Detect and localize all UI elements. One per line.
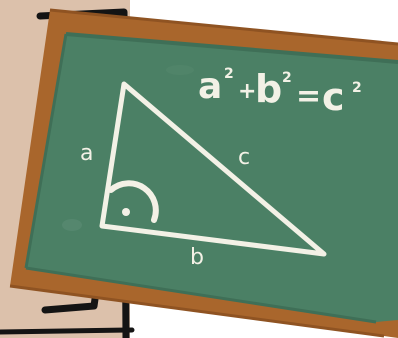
right-triangle — [99, 81, 327, 257]
formula-equals: = — [296, 79, 321, 114]
side-label-c: c — [238, 145, 250, 170]
side-label-b: b — [190, 245, 204, 270]
formula-exponent-2: 2 — [282, 70, 292, 86]
formula-plus: + — [238, 79, 256, 104]
right-angle-dot-icon — [122, 208, 130, 216]
triangle-outline — [99, 81, 327, 257]
right-angle-icon — [108, 180, 159, 223]
formula-a: a — [198, 66, 222, 107]
formula-c: c — [322, 75, 345, 119]
formula-exponent-3: 2 — [352, 80, 362, 96]
formula-b: b — [255, 67, 282, 111]
side-label-a: a — [80, 141, 93, 166]
formula: a 2 + b 2 = c 2 — [198, 66, 362, 119]
formula-exponent-1: 2 — [224, 66, 234, 82]
